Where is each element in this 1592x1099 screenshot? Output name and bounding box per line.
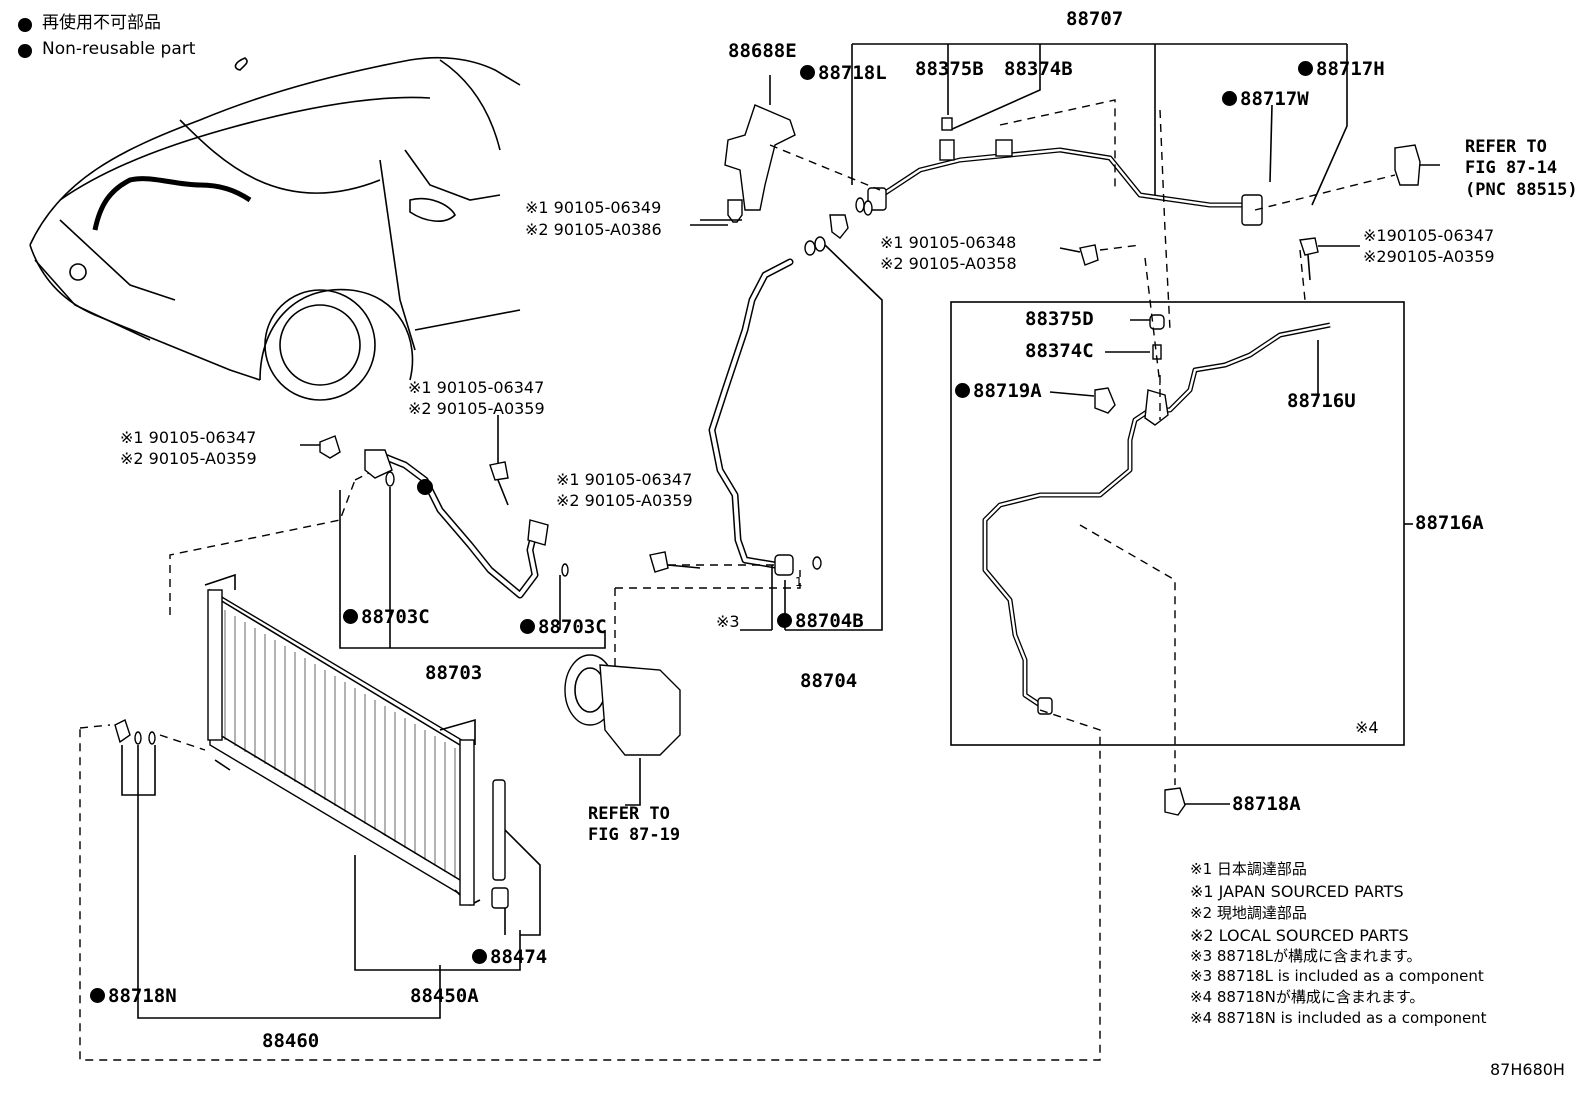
label-88375D: 88375D (1025, 308, 1094, 330)
bolt-label-b1-2: ※2 90105-A0386 (525, 220, 662, 239)
note-7: ※4 88718Nが構成に含まれます。 (1190, 988, 1425, 1006)
note-2: ※1 JAPAN SOURCED PARTS (1190, 882, 1404, 901)
label-88460: 88460 (262, 1030, 320, 1052)
label-88718L-text: 88718L (818, 62, 887, 84)
nonreusable-dot-icon (777, 613, 792, 628)
bolt-label-b3-2: ※290105-A0359 (1363, 247, 1495, 266)
bolt-label-b3-1: ※190105-06347 (1363, 226, 1495, 245)
label-88704B: 88704B (777, 612, 864, 631)
label-88717W: 88717W (1222, 90, 1309, 109)
pipe-88707 (855, 117, 1263, 226)
nonreusable-dot-icon (1222, 91, 1237, 106)
note-4: ※2 LOCAL SOURCED PARTS (1190, 926, 1409, 945)
label-88718A: 88718A (1232, 793, 1301, 815)
bolt-label-b5-2: ※2 90105-A0359 (120, 449, 257, 468)
label-88704B-text: 88704B (795, 610, 864, 632)
refer-line-2: FIG 87-19 (588, 825, 681, 846)
bolt-label-b6-1: ※1 90105-06347 (556, 470, 693, 489)
hose-88703 (300, 415, 606, 649)
refer-line-2: FIG 87-14 (1465, 158, 1558, 179)
bolt-upper-right (1299, 237, 1360, 281)
bracket-88707 (851, 43, 1348, 206)
label-88717H-text: 88717H (1316, 58, 1385, 80)
dashed-guides-top (999, 99, 1396, 386)
label-88474-text: 88474 (490, 946, 548, 968)
figure-code: 87H680H (1490, 1060, 1565, 1079)
mark-4: ※4 (1355, 718, 1379, 737)
note-1: ※1 日本調達部品 (1190, 860, 1307, 878)
label-88374C: 88374C (1025, 340, 1094, 362)
bolt-label-b4-1: ※1 90105-06347 (408, 378, 545, 397)
bolt-label-b1-1: ※1 90105-06349 (525, 198, 662, 217)
label-88703C-left: 88703C (343, 608, 430, 627)
nonreusable-dot-icon (472, 949, 487, 964)
nonreusable-dot-icon (90, 988, 105, 1003)
label-88474: 88474 (472, 948, 547, 967)
grommets-88718N (114, 719, 156, 985)
mark-3: ※3 (716, 612, 740, 631)
label-88716U: 88716U (1287, 390, 1356, 412)
label-88718N: 88718N (90, 987, 177, 1006)
legend-jp: 再使用不可部品 (42, 13, 161, 33)
note-5: ※3 88718Lが構成に含まれます。 (1190, 947, 1422, 965)
legend-en: Non-reusable part (42, 39, 196, 59)
nonreusable-dot-icon (1298, 61, 1313, 76)
nonreusable-dot-icon (955, 383, 970, 398)
refer-line-1: REFER TO (588, 804, 670, 824)
nonreusable-dot-icon (343, 609, 358, 624)
bolt-label-b6-2: ※2 90105-A0359 (556, 491, 693, 510)
compressor (564, 551, 701, 806)
nonreusable-dot-icon (800, 65, 815, 80)
note-3: ※2 現地調達部品 (1190, 904, 1307, 922)
bolt-label-b4-2: ※2 90105-A0359 (408, 399, 545, 418)
label-88717H: 88717H (1298, 60, 1385, 79)
label-88719A-text: 88719A (973, 380, 1042, 402)
label-88704: 88704 (800, 670, 858, 692)
label-88703: 88703 (425, 662, 483, 684)
bolt-label-b2-2: ※2 90105-A0358 (880, 254, 1017, 273)
bolt-label-b5-1: ※1 90105-06347 (120, 428, 257, 447)
label-88718N-text: 88718N (108, 985, 177, 1007)
bolt-label-b2-1: ※1 90105-06348 (880, 233, 1017, 252)
label-88718L: 88718L (800, 64, 887, 83)
refer-line-3: (PNC 88515) (1465, 179, 1578, 200)
refer-fig-87-14: REFER TO FIG 87-14 (PNC 88515) (1465, 137, 1578, 201)
clamp-88688E (700, 75, 881, 239)
label-88716A: 88716A (1415, 512, 1484, 534)
bolt-90105-06348 (1059, 244, 1141, 266)
label-88707: 88707 (1066, 8, 1124, 30)
label-88703C-right-text: 88703C (538, 616, 607, 638)
label-88703C-left-text: 88703C (361, 606, 430, 628)
condenser-88460 (79, 469, 541, 1019)
refer-line-1: REFER TO (1465, 137, 1547, 157)
label-88374B: 88374B (1004, 58, 1073, 80)
note-6: ※3 88718L is included as a component (1190, 967, 1484, 985)
label-88717W-text: 88717W (1240, 88, 1309, 110)
mark-1: 1 (795, 575, 803, 589)
label-88688E: 88688E (728, 40, 797, 62)
refer-part-88515 (1394, 144, 1440, 186)
label-88719A: 88719A (955, 382, 1042, 401)
box-88716A (79, 301, 1413, 1061)
note-8: ※4 88718N is included as a component (1190, 1009, 1487, 1027)
hose-88704 (614, 236, 883, 690)
label-88703C-right: 88703C (520, 618, 607, 637)
label-88450A: 88450A (410, 985, 479, 1007)
refer-fig-87-19: REFER TO FIG 87-19 (588, 804, 680, 847)
vehicle-front-illustration (29, 56, 521, 401)
label-88375B: 88375B (915, 58, 984, 80)
part-88718A (1164, 787, 1230, 816)
nonreusable-dot-icon (520, 619, 535, 634)
